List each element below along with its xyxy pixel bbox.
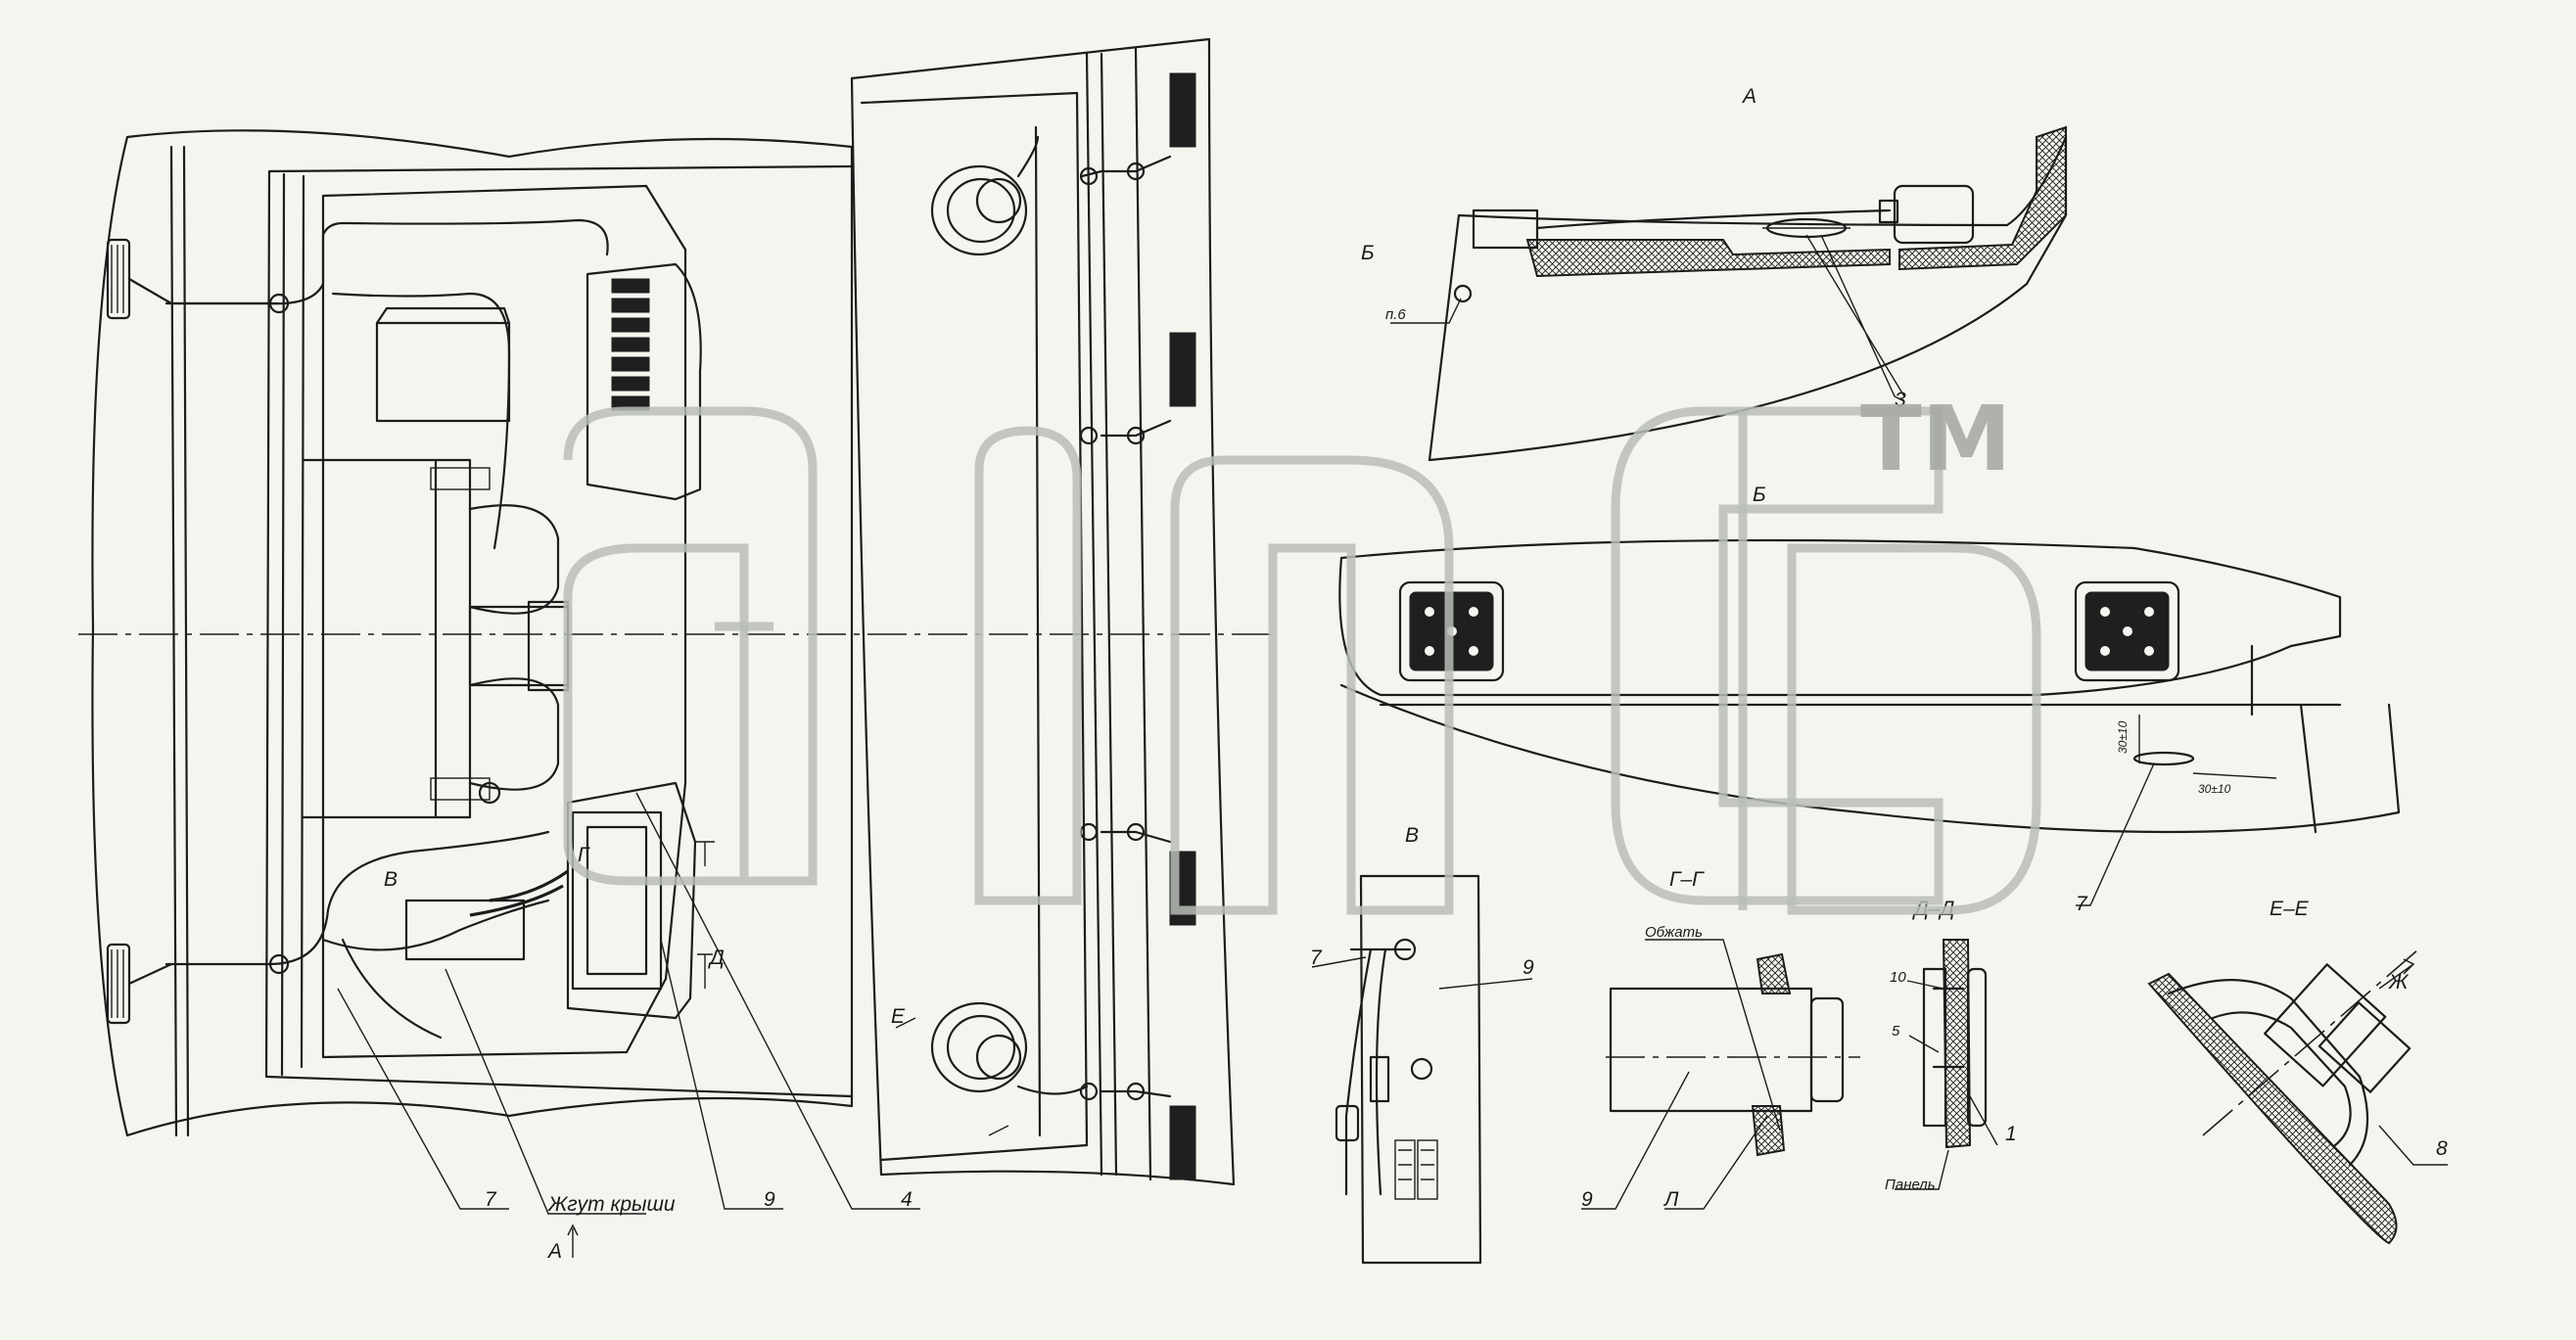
section-gg-label-l: Л [1663,1188,1679,1211]
view-v-label-9: 9 [1522,956,1534,979]
section-gg-title: Г–Г [1669,868,1705,891]
section-dd-panel: Панель [1885,1177,1936,1193]
view-b-dim-2: 30±10 [2198,782,2231,796]
section-e-e: Е–Е Ж 8 [2147,898,2448,1245]
section-dd-label-10: 10 [1890,969,1906,986]
view-v-title: В [1405,824,1419,847]
view-v-label-7: 7 [1310,947,1323,969]
speaker-bottom [930,1001,1089,1095]
section-dd-label-5: 5 [1892,1023,1900,1040]
label-roof-harness: Жгут крыши [547,1193,676,1216]
view-b-dim-1: 30±10 [2116,720,2130,754]
square-lamp-right [2074,580,2180,682]
label-part-7: 7 [485,1188,497,1211]
section-dd-label-1: 1 [2005,1123,2017,1145]
watermark-logo: TM [563,387,2041,915]
marker-lamp-bottom [106,943,173,1025]
label-section-v: В [384,868,398,891]
label-view-a-arrow: А [546,1240,562,1263]
section-g-g: Г–Г Обжать 9 Л [1581,868,1860,1211]
view-b-title: Б [1753,484,1766,506]
watermark-trademark: TM [1860,387,2011,491]
view-a-label-p6: п.6 [1385,306,1406,323]
lamp-rear-2 [1100,332,1196,445]
section-gg-crimp: Обжать [1645,924,1703,941]
section-ee-label-zh: Ж [2388,971,2410,993]
main-roof-view: 7 Жгут крыши 9 4 А В Г Д Е [78,129,1273,1263]
speaker-top [930,135,1040,256]
label-section-g: Г [578,844,590,866]
label-part-4: 4 [901,1188,913,1211]
section-d-d: Д–Д 10 5 1 Панель [1885,898,2017,1193]
view-b-label-7: 7 [2076,893,2088,915]
switch-row [611,278,650,411]
view-a-label-3: 3 [1895,389,1906,411]
lamp-rear-4 [1100,1082,1196,1180]
view-a-label-b: Б [1361,242,1375,264]
view-a-title: А [1741,85,1756,108]
marker-lamp-top [106,238,281,320]
section-gg-label-9: 9 [1581,1188,1593,1211]
label-section-e: Е [891,1005,906,1028]
view-a: А Б п.6 3 [1361,85,2068,462]
label-part-9: 9 [764,1188,775,1211]
section-ee-title: Е–Е [2270,898,2310,920]
label-section-d: Д [708,947,725,969]
lamp-rear-1 [1080,72,1196,181]
section-ee-label-8: 8 [2436,1137,2448,1160]
rear-panel-view [850,37,1236,1186]
view-v: В 7 9 [1310,824,1534,1265]
